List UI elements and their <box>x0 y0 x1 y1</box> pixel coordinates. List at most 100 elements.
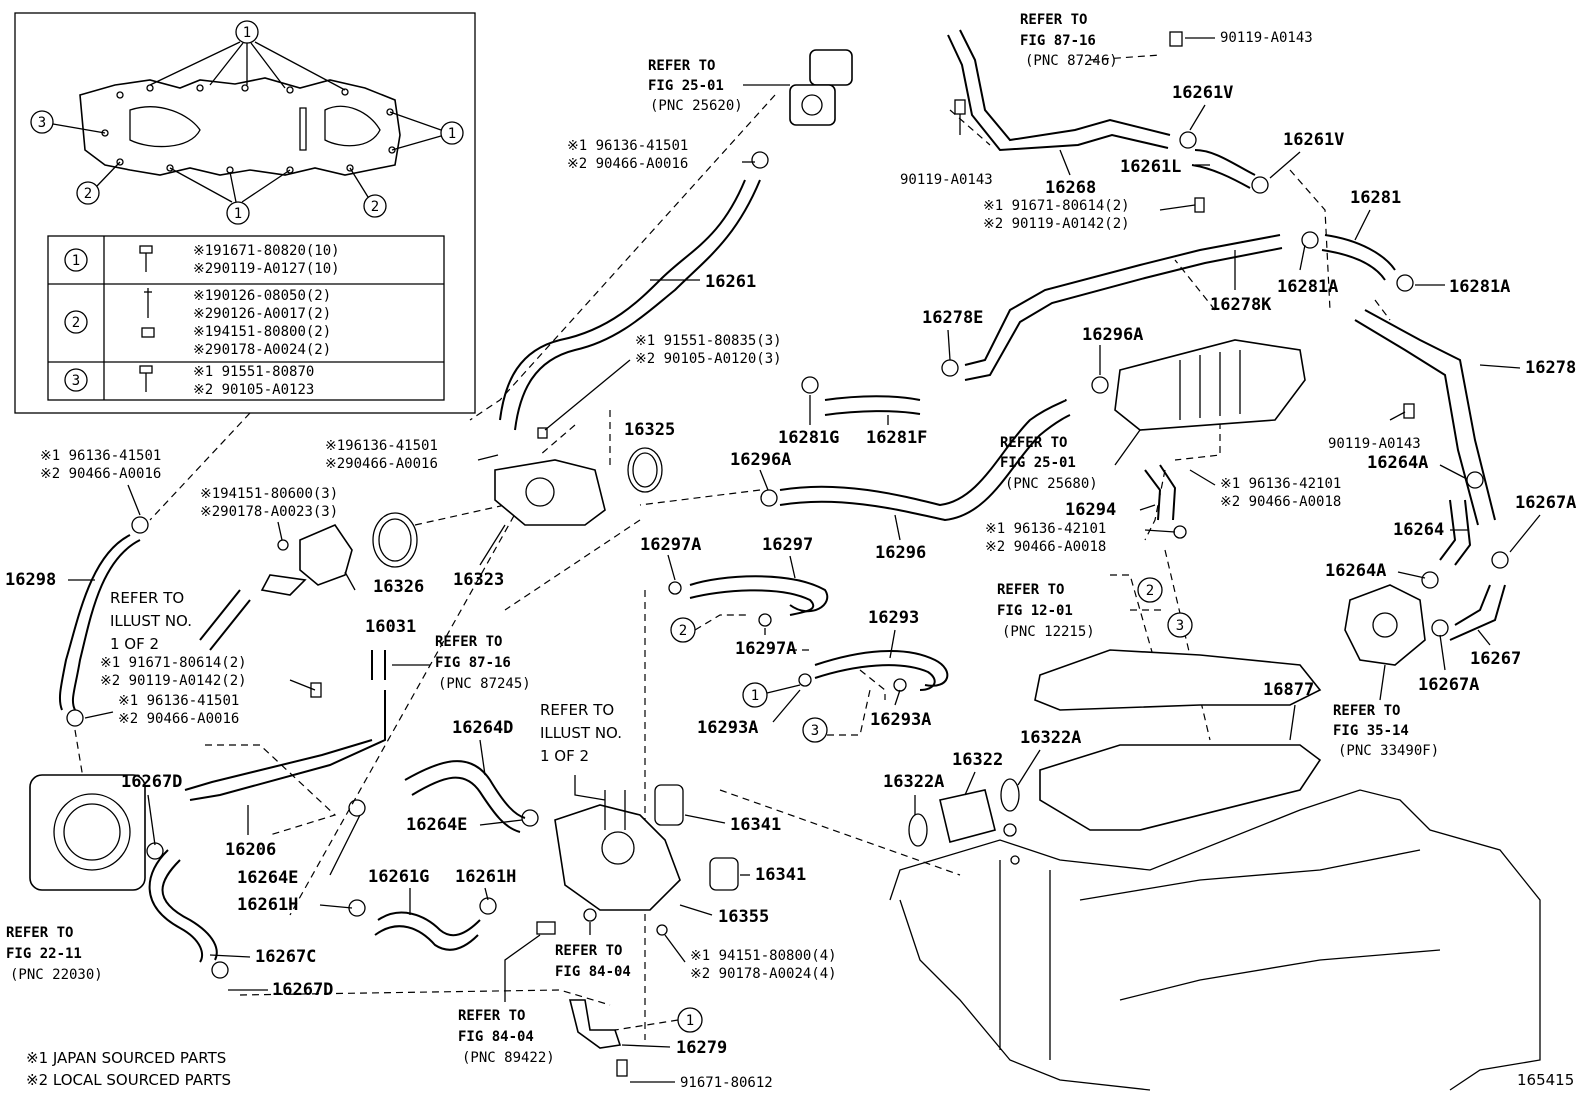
svg-text:REFER TO: REFER TO <box>1000 435 1067 451</box>
thermostat-housing <box>494 459 606 526</box>
svg-text:(PNC 89422): (PNC 89422) <box>462 1050 555 1066</box>
svg-text:※2 90466-A0018: ※2 90466-A0018 <box>1220 494 1341 510</box>
gasket-sensor <box>299 107 307 151</box>
svg-text:3: 3 <box>1176 618 1184 634</box>
hose-16264D <box>404 760 526 819</box>
note-local-sourced: ※2 LOCAL SOURCED PARTS <box>26 1071 231 1089</box>
svg-text:FIG 87-16: FIG 87-16 <box>435 655 511 671</box>
label-16031: 16031 <box>365 617 416 637</box>
hose-16206 <box>189 690 386 801</box>
svg-text:REFER TO: REFER TO <box>6 925 73 941</box>
label-16281F: 16281F <box>866 428 927 448</box>
label-16296: 16296 <box>875 543 926 563</box>
svg-text:※2 90178-A0024(4): ※2 90178-A0024(4) <box>690 966 837 982</box>
svg-text:※2 90466-A0016: ※2 90466-A0016 <box>567 156 688 172</box>
thermostat <box>260 524 353 596</box>
bolt-16278-bracket: 90119-A0143 <box>1328 403 1421 452</box>
label-16267D-bottom: 16267D <box>272 980 333 1000</box>
svg-text:※196136-41501: ※196136-41501 <box>325 438 438 454</box>
svg-text:2: 2 <box>72 315 80 331</box>
inset-panel: 1 3 1 2 1 2 <box>14 12 476 414</box>
part-labels: 16261 16298 16206 16264E 16267D 16267C 1… <box>5 83 1576 1058</box>
label-16297A-top: 16297A <box>640 535 701 555</box>
hose-16267 <box>1449 584 1506 641</box>
label-16267A-top: 16267A <box>1515 493 1576 513</box>
label-16264E-left: 16264E <box>237 868 298 888</box>
label-16267D-top: 16267D <box>121 772 182 792</box>
svg-text:※1 94151-80800(4): ※1 94151-80800(4) <box>690 948 837 964</box>
hose-16264 <box>1439 499 1472 566</box>
label-16296A-left: 16296A <box>730 450 791 470</box>
bolt-icon <box>139 365 153 392</box>
svg-text:※1 96136-41501: ※1 96136-41501 <box>118 693 239 709</box>
label-16267: 16267 <box>1470 649 1521 669</box>
label-16278K: 16278K <box>1210 295 1272 315</box>
svg-text:(PNC 25620): (PNC 25620) <box>650 98 743 114</box>
svg-text:※290178-A0024(2): ※290178-A0024(2) <box>193 342 331 358</box>
label-16355: 16355 <box>718 907 769 927</box>
svg-text:2: 2 <box>679 623 687 639</box>
svg-text:※1 91551-80835(3): ※1 91551-80835(3) <box>635 333 782 349</box>
svg-text:REFER TO: REFER TO <box>540 701 614 719</box>
svg-text:(PNC 22030): (PNC 22030) <box>10 967 103 983</box>
svg-text:REFER TO: REFER TO <box>1020 12 1087 28</box>
svg-text:FIG 25-01: FIG 25-01 <box>1000 455 1076 471</box>
head-cover <box>1034 649 1322 831</box>
footer-notes: ※1 JAPAN SOURCED PARTS ※2 LOCAL SOURCED … <box>26 1049 1574 1089</box>
svg-text:(PNC 87245): (PNC 87245) <box>438 676 531 692</box>
inset-table: 1 ※191671-80820(10) ※290119-A0127(10) 2 … <box>47 235 445 401</box>
svg-text:90119-A0143: 90119-A0143 <box>1328 436 1421 452</box>
label-16293: 16293 <box>868 608 919 628</box>
svg-text:※1 96136-41501: ※1 96136-41501 <box>40 448 161 464</box>
label-16261V-top: 16261V <box>1172 83 1233 103</box>
callout-1-16279: 1 <box>614 1007 703 1033</box>
pipe-16278 <box>1364 309 1496 521</box>
svg-text:2: 2 <box>1146 583 1154 599</box>
svg-text:2: 2 <box>371 199 379 215</box>
fastener-thermo-bolt: ※1 91551-80835(3) ※2 90105-A0120(3) <box>537 333 782 439</box>
label-16264D: 16264D <box>452 718 513 738</box>
label-16261G: 16261G <box>368 867 429 887</box>
assembly-dashed-lines <box>74 54 1391 1040</box>
label-16294: 16294 <box>1065 500 1116 520</box>
svg-text:REFER TO: REFER TO <box>458 1008 525 1024</box>
ref-illust-left: REFER TO ILLUST NO. 1 OF 2 <box>110 589 192 653</box>
label-16261L: 16261L <box>1120 157 1181 177</box>
svg-text:2: 2 <box>84 186 92 202</box>
svg-text:※194151-80800(2): ※194151-80800(2) <box>193 324 331 340</box>
table-row-2: 2 ※190126-08050(2) ※290126-A0017(2) ※194… <box>64 288 331 358</box>
svg-text:FIG 25-01: FIG 25-01 <box>648 78 724 94</box>
svg-text:FIG 35-14: FIG 35-14 <box>1333 723 1409 739</box>
label-16278: 16278 <box>1525 358 1576 378</box>
bracket-16279 <box>568 999 628 1077</box>
svg-text:※290178-A0023(3): ※290178-A0023(3) <box>200 504 338 520</box>
label-16281A-left: 16281A <box>1277 277 1338 297</box>
svg-text:1 OF 2: 1 OF 2 <box>110 635 159 653</box>
main-callouts: 2 1 3 2 3 1 <box>614 577 1193 1033</box>
hose-16261-b <box>514 179 761 431</box>
svg-text:1: 1 <box>234 206 242 222</box>
gasket-16341-a <box>654 784 684 826</box>
svg-text:3: 3 <box>811 723 819 739</box>
label-16322A-right: 16322A <box>1020 728 1081 748</box>
label-16297: 16297 <box>762 535 813 555</box>
label-16264A-bottom: 16264A <box>1325 561 1386 581</box>
fastener-16206-bolt: ※1 91671-80614(2) ※2 90119-A0142(2) <box>100 655 322 698</box>
inset-callout-1-bottom: 1 <box>169 167 291 225</box>
gasket-port-left <box>129 106 201 148</box>
fastener-16298-clamp: ※1 96136-41501 ※2 90466-A0016 <box>40 448 161 516</box>
svg-text:3: 3 <box>72 373 80 389</box>
svg-text:※2 90119-A0142(2): ※2 90119-A0142(2) <box>983 216 1130 232</box>
note-japan-sourced: ※1 JAPAN SOURCED PARTS <box>26 1049 226 1067</box>
fastener-egr-cooler-clamp: ※1 96136-42101 ※2 90466-A0018 <box>1189 469 1341 510</box>
svg-text:1: 1 <box>448 126 456 142</box>
ref-egr-cooler: REFER TO FIG 25-01 (PNC 25680) <box>1000 429 1141 492</box>
label-16296A-right: 16296A <box>1082 325 1143 345</box>
svg-text:REFER TO: REFER TO <box>648 58 715 74</box>
hose-16297 <box>689 575 829 613</box>
svg-text:※190126-08050(2): ※190126-08050(2) <box>193 288 331 304</box>
svg-text:REFER TO: REFER TO <box>997 582 1064 598</box>
label-16877: 16877 <box>1263 680 1314 700</box>
illustration-id: 165415 <box>1517 1071 1574 1089</box>
inset-border <box>14 12 476 414</box>
